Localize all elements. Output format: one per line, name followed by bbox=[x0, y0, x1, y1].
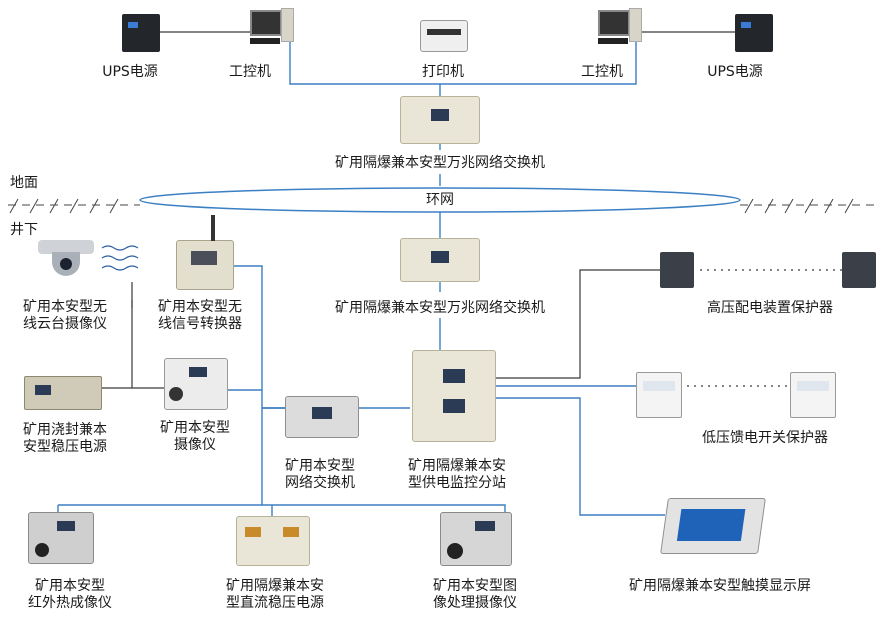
wireless-converter-icon[interactable] bbox=[176, 215, 234, 290]
computer-icon[interactable] bbox=[250, 8, 294, 48]
protector-device-icon[interactable] bbox=[636, 372, 682, 418]
switch-box-icon[interactable] bbox=[285, 396, 359, 438]
underground-label: 井下 bbox=[10, 222, 38, 238]
net-switch-label: 矿用本安型网络交换机 bbox=[285, 458, 355, 491]
power-supply-label: 矿用浇封兼本安型稳压电源 bbox=[23, 422, 107, 455]
hv-protector-label: 高压配电装置保护器 bbox=[707, 300, 833, 316]
ups-right-label: UPS电源 bbox=[707, 64, 763, 80]
switch-box-icon[interactable] bbox=[400, 96, 480, 144]
power-supply-icon[interactable] bbox=[236, 516, 310, 566]
substation-icon[interactable] bbox=[412, 350, 496, 442]
camera-box-icon[interactable] bbox=[164, 358, 228, 410]
ptz-cam-label: 矿用本安型无线云台摄像仪 bbox=[23, 299, 107, 332]
computer-icon[interactable] bbox=[598, 8, 642, 48]
protector-device-icon[interactable] bbox=[660, 252, 694, 288]
dc-power-label: 矿用隔爆兼本安型直流稳压电源 bbox=[226, 578, 324, 611]
touch-display-label: 矿用隔爆兼本安型触摸显示屏 bbox=[629, 578, 811, 594]
camera-label: 矿用本安型摄像仪 bbox=[160, 420, 230, 453]
ipc-right-label: 工控机 bbox=[581, 64, 623, 80]
switch-top-label: 矿用隔爆兼本安型万兆网络交换机 bbox=[335, 155, 545, 171]
power-supply-icon[interactable] bbox=[24, 376, 102, 410]
switch-box-icon[interactable] bbox=[400, 238, 480, 282]
lv-protector-label: 低压馈电开关保护器 bbox=[702, 430, 828, 446]
ring-label: 环网 bbox=[410, 192, 470, 209]
touch-display-icon[interactable] bbox=[660, 498, 766, 554]
ir-cam-label: 矿用本安型红外热成像仪 bbox=[28, 578, 112, 611]
ups-left-label: UPS电源 bbox=[102, 64, 158, 80]
ipc-left-label: 工控机 bbox=[229, 64, 271, 80]
ups-icon bbox=[122, 14, 160, 52]
protector-device-icon[interactable] bbox=[842, 252, 876, 288]
protector-device-icon[interactable] bbox=[790, 372, 836, 418]
ground-label: 地面 bbox=[10, 175, 38, 191]
ups-icon bbox=[735, 14, 773, 52]
wireless-waves-icon bbox=[101, 245, 139, 271]
printer-icon[interactable] bbox=[420, 20, 468, 52]
img-cam-label: 矿用本安型图像处理摄像仪 bbox=[433, 578, 517, 611]
camera-box-icon[interactable] bbox=[440, 512, 512, 566]
dome-camera-icon[interactable] bbox=[38, 240, 94, 278]
switch-mid-label: 矿用隔爆兼本安型万兆网络交换机 bbox=[335, 300, 545, 316]
thermal-camera-icon[interactable] bbox=[28, 512, 94, 564]
substation-label: 矿用隔爆兼本安型供电监控分站 bbox=[408, 458, 506, 491]
printer-label: 打印机 bbox=[422, 64, 464, 80]
wireless-conv-label: 矿用本安型无线信号转换器 bbox=[158, 299, 242, 332]
